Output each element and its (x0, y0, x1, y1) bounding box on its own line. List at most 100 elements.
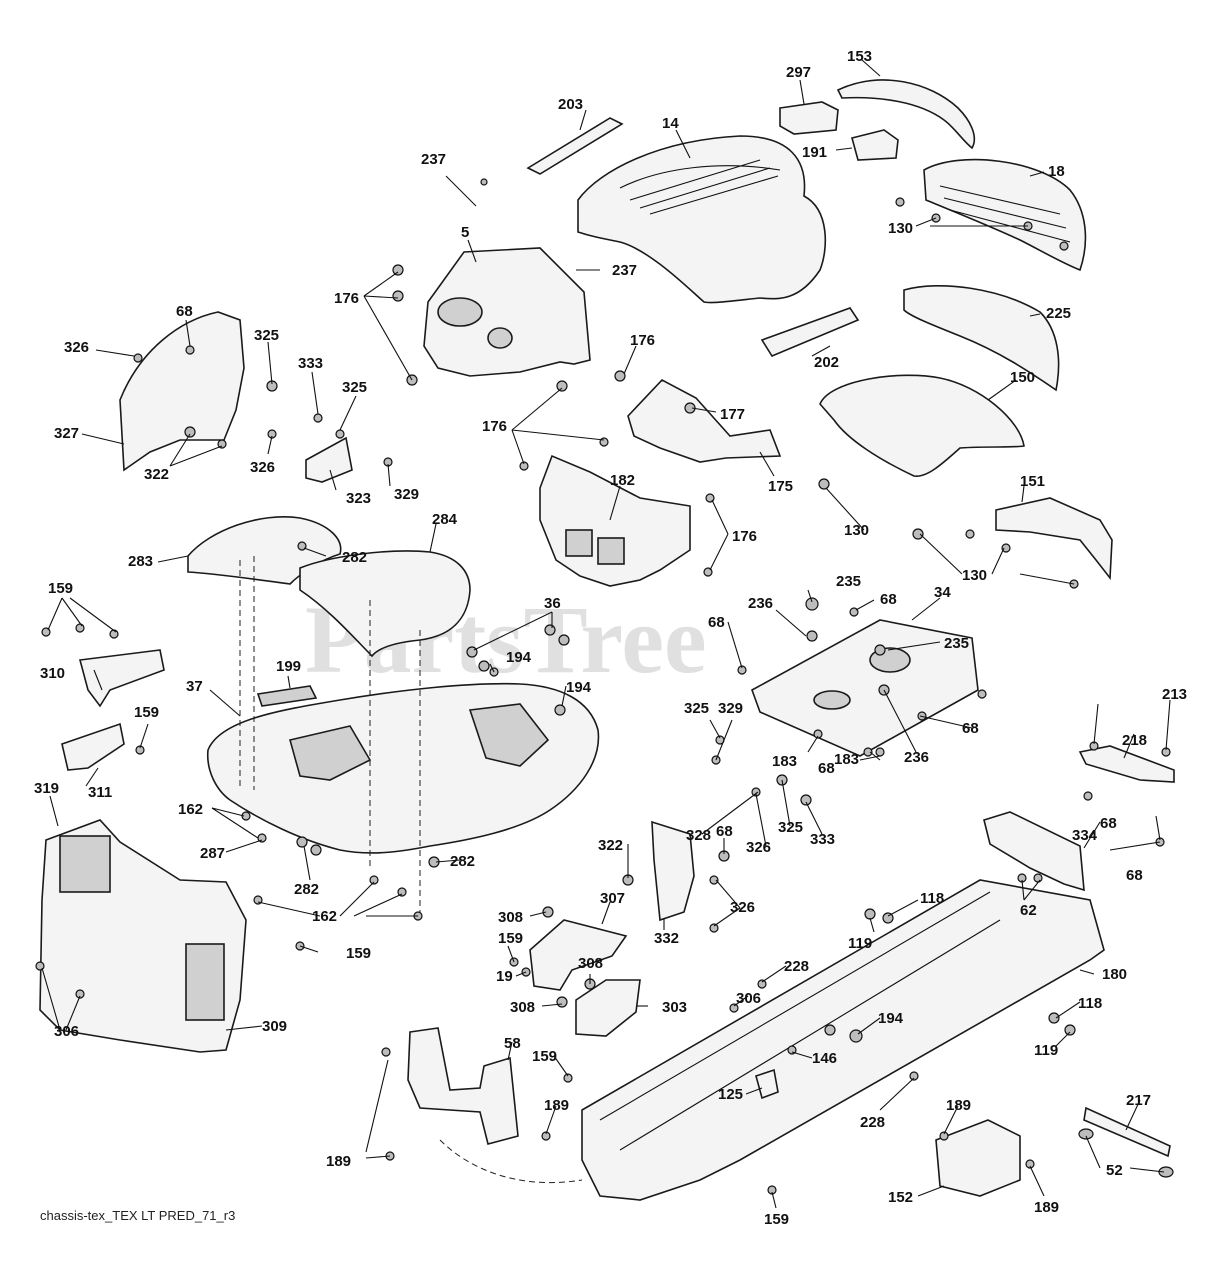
callout-159-bracket[interactable]: 159 (532, 1048, 557, 1065)
callout-180[interactable]: 180 (1102, 966, 1127, 983)
part-307-plate[interactable] (529, 919, 628, 991)
callout-177[interactable]: 177 (720, 406, 745, 423)
callout-159-plate[interactable]: 159 (498, 930, 523, 947)
callout-199[interactable]: 199 (276, 658, 301, 675)
callout-119-bottom[interactable]: 119 (1034, 1042, 1058, 1059)
part-37-body-frame[interactable] (206, 682, 600, 854)
part-191-block[interactable] (851, 129, 899, 161)
part-199-strip[interactable] (256, 685, 318, 707)
part-125-bracket[interactable] (755, 1068, 779, 1100)
callout-297[interactable]: 297 (786, 64, 811, 81)
callout-37[interactable]: 37 (186, 678, 203, 695)
part-327-fender[interactable] (119, 311, 245, 472)
callout-326-bracket[interactable]: 326 (730, 899, 755, 916)
callout-36[interactable]: 36 (544, 595, 561, 612)
callout-322-fender[interactable]: 322 (144, 466, 169, 483)
callout-323[interactable]: 323 (346, 490, 371, 507)
callout-319[interactable]: 319 (34, 780, 59, 797)
part-52-bushing-upper[interactable] (1078, 1128, 1094, 1140)
callout-237-dash[interactable]: 237 (612, 262, 637, 279)
callout-225[interactable]: 225 (1046, 305, 1071, 322)
callout-334[interactable]: 334 (1072, 827, 1098, 844)
callout-68-plate-top[interactable]: 68 (880, 591, 897, 608)
callout-306-panel[interactable]: 306 (54, 1023, 79, 1040)
callout-228-top[interactable]: 228 (784, 958, 809, 975)
part-303-plate[interactable] (575, 979, 641, 1037)
callout-130-grille[interactable]: 130 (888, 220, 913, 237)
callout-189-bracket[interactable]: 189 (544, 1097, 569, 1114)
callout-310[interactable]: 310 (40, 665, 65, 682)
part-153-trim[interactable] (836, 79, 976, 150)
callout-308-top[interactable]: 308 (498, 909, 523, 926)
callout-58[interactable]: 58 (504, 1035, 521, 1052)
callout-194-top[interactable]: 194 (506, 649, 532, 666)
callout-287[interactable]: 287 (200, 845, 225, 862)
part-202-vent[interactable] (760, 307, 860, 358)
part-323-bracket[interactable] (305, 436, 353, 483)
callout-34[interactable]: 34 (934, 584, 951, 601)
callout-175[interactable]: 175 (768, 478, 793, 495)
callout-309[interactable]: 309 (262, 1018, 287, 1035)
callout-152[interactable]: 152 (888, 1189, 913, 1206)
part-311-bracket[interactable] (61, 722, 125, 771)
part-217-bar[interactable] (1083, 1106, 1171, 1158)
callout-213[interactable]: 213 (1162, 686, 1187, 703)
callout-52[interactable]: 52 (1106, 1162, 1123, 1179)
part-284-seat[interactable] (299, 550, 471, 658)
callout-328[interactable]: 328 (686, 827, 711, 844)
part-180-main-frame[interactable] (581, 879, 1105, 1201)
callout-189-plate[interactable]: 189 (946, 1097, 971, 1114)
part-150-shroud[interactable] (819, 374, 1025, 477)
callout-68-bracket[interactable]: 68 (716, 823, 733, 840)
callout-118-bottom[interactable]: 118 (1078, 995, 1102, 1012)
callout-5[interactable]: 5 (461, 224, 469, 241)
callout-228-bottom[interactable]: 228 (860, 1114, 885, 1131)
part-5-dashboard[interactable] (423, 247, 591, 377)
callout-189-left[interactable]: 189 (326, 1153, 351, 1170)
callout-183-left[interactable]: 183 (772, 753, 797, 770)
callout-118-top[interactable]: 118 (920, 890, 944, 907)
callout-325-mid[interactable]: 325 (342, 379, 367, 396)
callout-18[interactable]: 18 (1048, 163, 1065, 180)
callout-182[interactable]: 182 (610, 472, 635, 489)
callout-326-lower[interactable]: 326 (746, 839, 771, 856)
callout-308-mid[interactable]: 308 (578, 955, 603, 972)
callout-237-top[interactable]: 237 (421, 151, 446, 168)
callout-203[interactable]: 203 (558, 96, 583, 113)
callout-176-dash[interactable]: 176 (334, 290, 359, 307)
callout-325-upper[interactable]: 325 (254, 327, 279, 344)
callout-283[interactable]: 283 (128, 553, 153, 570)
callout-194-mid[interactable]: 194 (566, 679, 592, 696)
callout-326-mid[interactable]: 326 (250, 459, 275, 476)
callout-327[interactable]: 327 (54, 425, 79, 442)
callout-159-left[interactable]: 159 (48, 580, 73, 597)
callout-325-plate[interactable]: 325 (684, 700, 709, 717)
callout-329-plate[interactable]: 329 (718, 700, 743, 717)
part-152-plate[interactable] (935, 1119, 1021, 1197)
callout-218[interactable]: 218 (1122, 732, 1147, 749)
callout-150[interactable]: 150 (1010, 369, 1035, 386)
callout-191[interactable]: 191 (802, 144, 827, 161)
callout-125[interactable]: 125 (718, 1086, 743, 1103)
callout-119-top[interactable]: 119 (848, 935, 872, 952)
callout-322-lower[interactable]: 322 (598, 837, 623, 854)
callout-202[interactable]: 202 (814, 354, 839, 371)
part-34-plate[interactable] (751, 619, 979, 757)
callout-217[interactable]: 217 (1126, 1092, 1151, 1109)
callout-307[interactable]: 307 (600, 890, 625, 907)
callout-68-fender[interactable]: 68 (176, 303, 193, 320)
callout-306-frame[interactable]: 306 (736, 990, 761, 1007)
callout-176-right[interactable]: 176 (630, 332, 655, 349)
part-334-bracket[interactable] (983, 811, 1085, 892)
callout-235-top[interactable]: 235 (836, 573, 861, 590)
callout-19[interactable]: 19 (496, 968, 513, 985)
part-18-grille[interactable] (923, 158, 1087, 272)
callout-162-left[interactable]: 162 (178, 801, 203, 818)
callout-176-lower[interactable]: 176 (732, 528, 757, 545)
callout-68-plate-bottom[interactable]: 68 (818, 760, 835, 777)
callout-146[interactable]: 146 (812, 1050, 837, 1067)
callout-236-mid[interactable]: 236 (904, 749, 929, 766)
callout-159-panel[interactable]: 159 (346, 945, 371, 962)
callout-326-fender[interactable]: 326 (64, 339, 89, 356)
callout-159-frame[interactable]: 159 (764, 1211, 789, 1228)
